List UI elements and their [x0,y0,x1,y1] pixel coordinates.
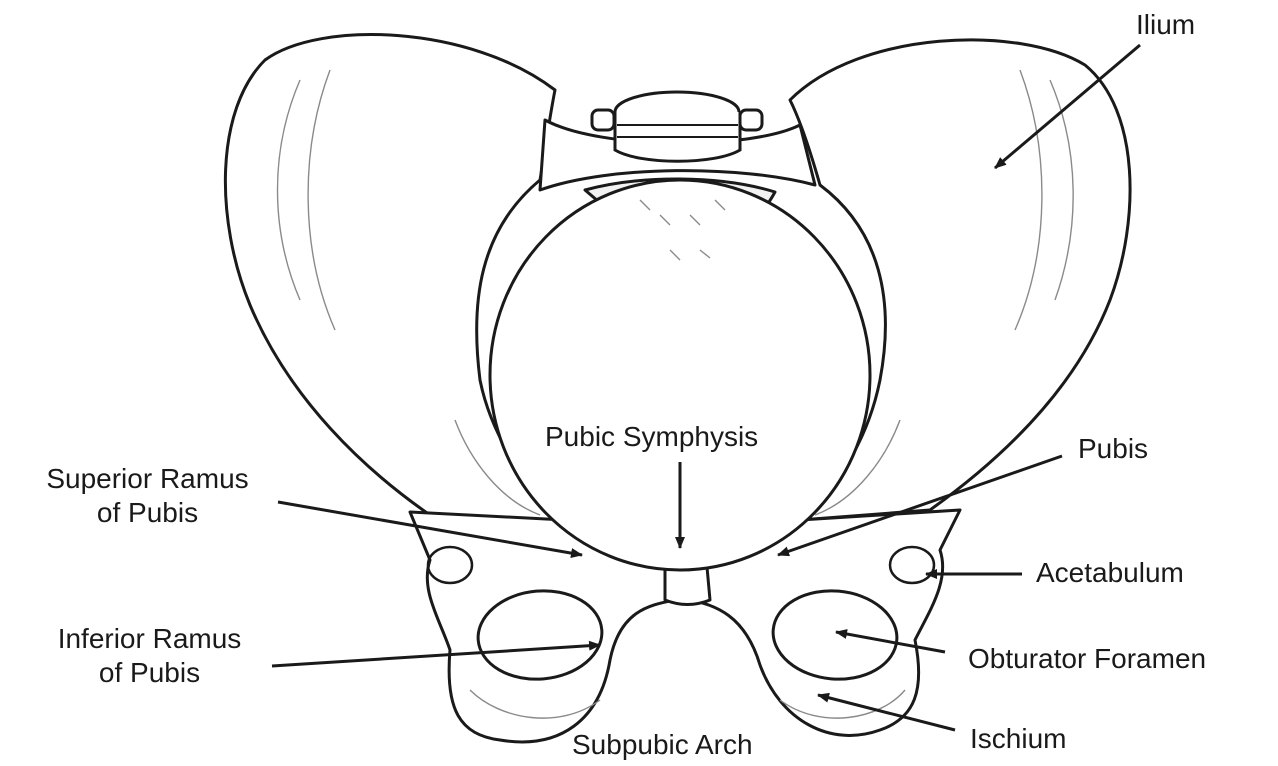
label-pubis: Pubis [1078,432,1148,466]
label-ischium: Ischium [970,722,1066,756]
label-obturator-foramen: Obturator Foramen [968,642,1206,676]
vertebra [592,92,762,161]
label-subpubic-arch: Subpubic Arch [572,728,753,762]
label-ilium: Ilium [1136,8,1195,42]
label-inferior-ramus: Inferior Ramus of Pubis [32,622,267,690]
label-pubic-symphysis: Pubic Symphysis [545,420,758,454]
label-superior-ramus: Superior Ramus of Pubis [20,462,275,530]
label-acetabulum: Acetabulum [1036,556,1184,590]
